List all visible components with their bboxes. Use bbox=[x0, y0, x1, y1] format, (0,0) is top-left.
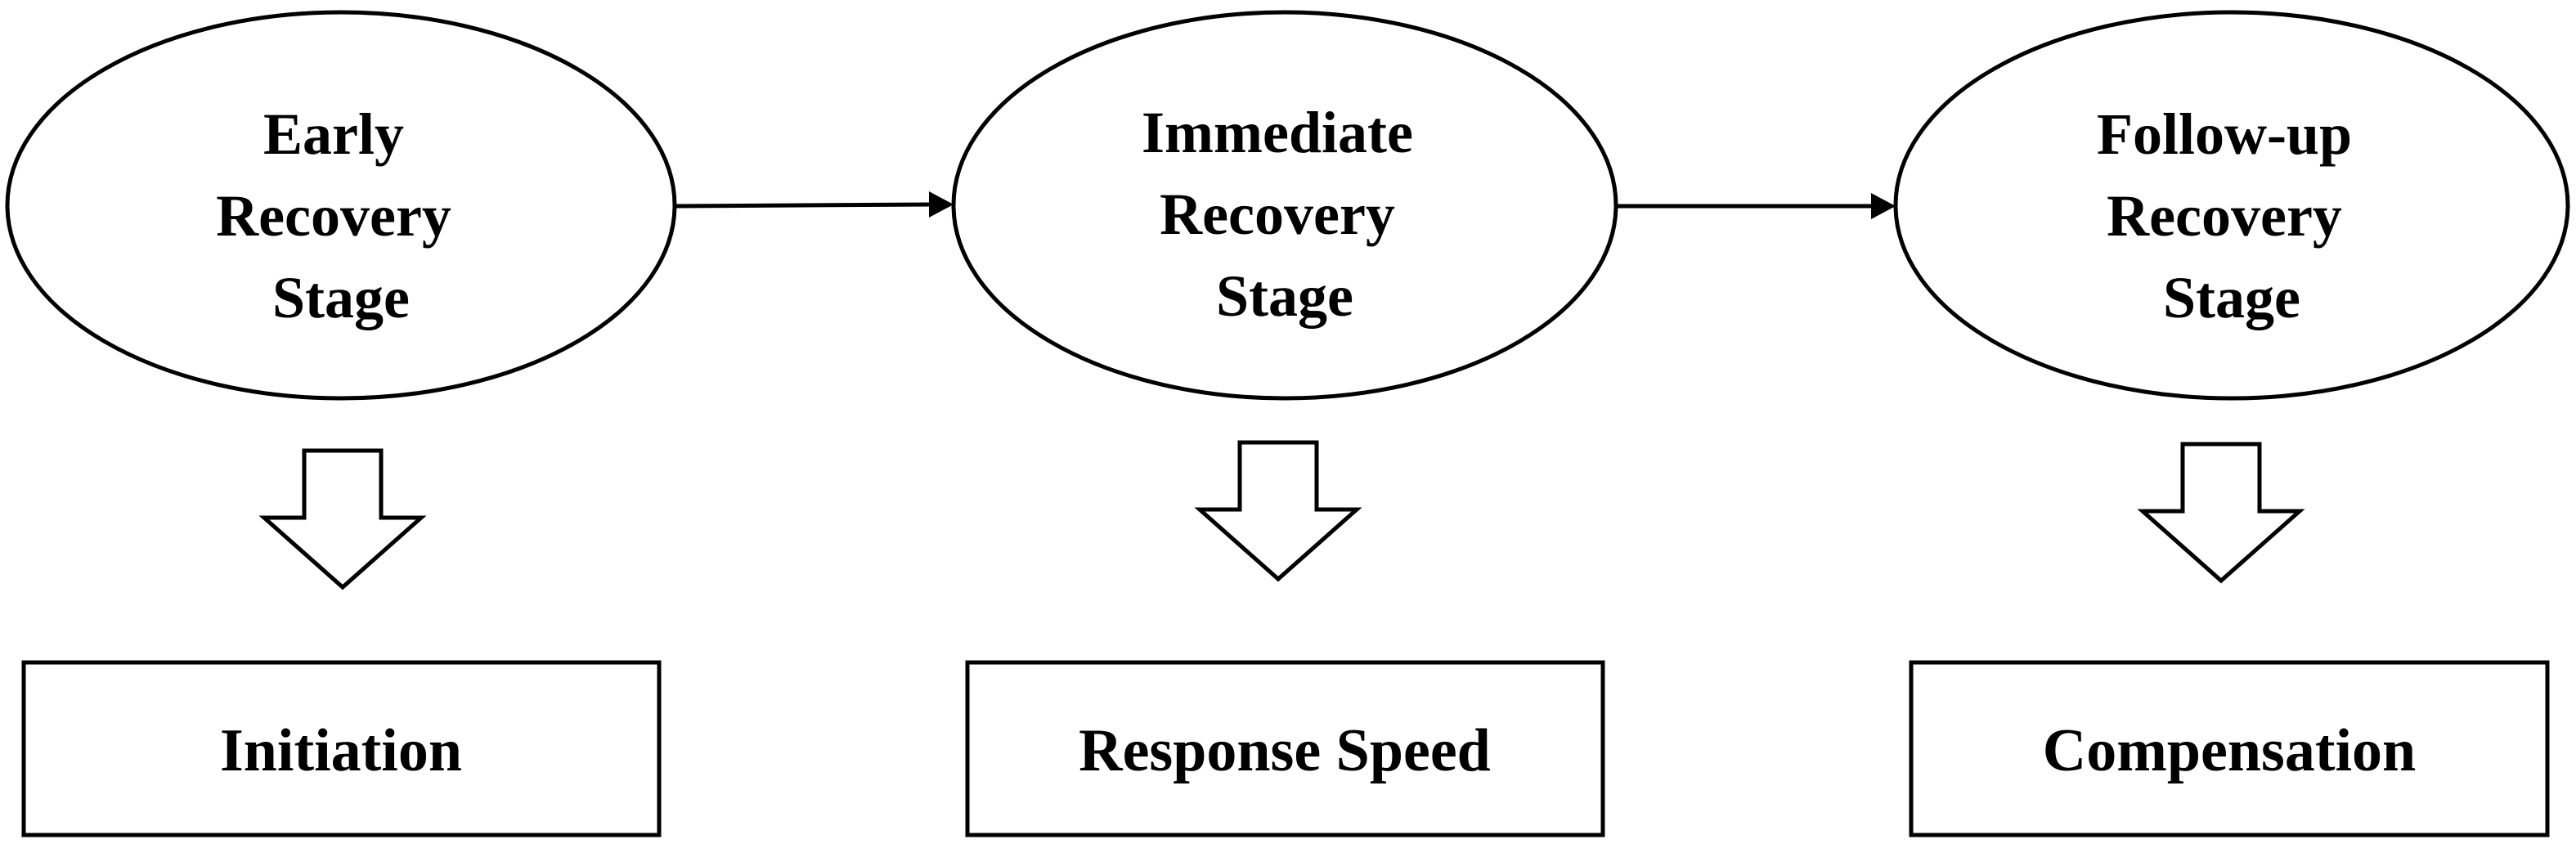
down-arrow-icon bbox=[1194, 440, 1362, 582]
result-label: Initiation bbox=[220, 717, 462, 784]
stage-label-line: Immediate bbox=[1142, 100, 1413, 165]
stage-node-follow-up: Follow-up Recovery Stage bbox=[1893, 10, 2570, 401]
stage-label-line: Early bbox=[263, 101, 404, 167]
stage-connector-2-3 bbox=[1616, 193, 1896, 219]
stage-label-follow-up: Follow-up Recovery Stage bbox=[2097, 101, 2367, 330]
result-label: Response Speed bbox=[1079, 717, 1491, 784]
stage-ellipse-follow-up bbox=[1893, 10, 2570, 401]
stage-label-line: Stage bbox=[2163, 265, 2300, 330]
stage-label-early: Early Recovery Stage bbox=[216, 101, 466, 330]
stage-connector-1-2 bbox=[675, 191, 954, 218]
stage-ellipse-immediate bbox=[951, 10, 1618, 401]
stage-node-early: Early Recovery Stage bbox=[5, 10, 677, 401]
stage-label-line: Stage bbox=[1216, 263, 1353, 329]
result-box-response-speed: Response Speed bbox=[965, 660, 1605, 837]
stage-label-line: Recovery bbox=[2107, 183, 2342, 249]
stage-node-immediate: Immediate Recovery Stage bbox=[951, 10, 1618, 401]
result-box-compensation: Compensation bbox=[1909, 660, 2550, 837]
stage-label-line: Recovery bbox=[1160, 182, 1395, 247]
stage-ellipse-early bbox=[5, 10, 677, 401]
result-label: Compensation bbox=[2043, 717, 2416, 784]
stage-label-line: Follow-up bbox=[2097, 101, 2352, 167]
stage-label-line: Recovery bbox=[216, 183, 451, 249]
down-arrow-icon bbox=[2137, 442, 2305, 584]
stage-label-line: Stage bbox=[272, 265, 410, 330]
down-arrow-icon bbox=[258, 448, 427, 590]
result-box-initiation: Initiation bbox=[21, 660, 662, 837]
stage-label-immediate: Immediate Recovery Stage bbox=[1142, 100, 1428, 329]
